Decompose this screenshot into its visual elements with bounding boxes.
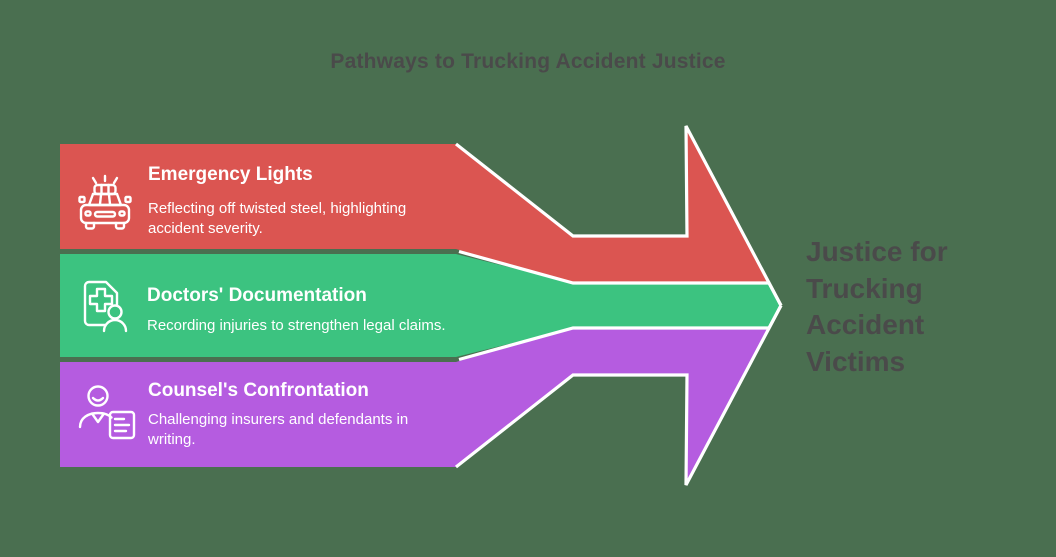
page-title: Pathways to Trucking Accident Justice [330, 50, 726, 73]
outcome-text: Justice for Trucking Accident Victims [806, 236, 948, 377]
step-description-doctors-documentation: Recording injuries to strengthen legal c… [147, 317, 446, 334]
step-description-emergency-lights: Reflecting off twisted steel, highlighti… [148, 200, 407, 237]
police-car-icon [78, 174, 132, 230]
medical-record-icon [83, 280, 128, 333]
step-band-green-shape [60, 254, 781, 357]
arrow-divider-strokes [455, 125, 783, 486]
attorney-letter-icon [78, 385, 136, 440]
step-band-red-shape [60, 126, 781, 306]
step-description-counsels-confrontation: Challenging insurers and defendants in w… [148, 411, 409, 448]
step-heading-emergency-lights: Emergency Lights [148, 164, 313, 185]
step-heading-counsels-confrontation: Counsel's Confrontation [148, 380, 369, 401]
step-heading-doctors-documentation: Doctors' Documentation [147, 285, 367, 306]
step-band-purple-shape [60, 305, 781, 485]
